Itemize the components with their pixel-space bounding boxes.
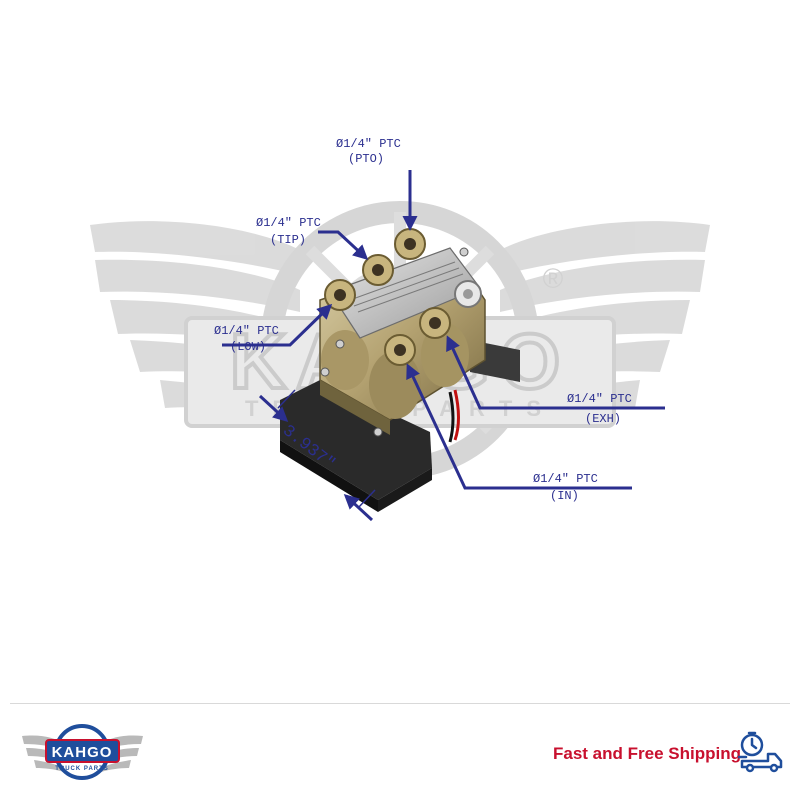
fitting-low xyxy=(324,279,356,311)
fast-delivery-icon xyxy=(736,730,786,779)
fitting-pto xyxy=(394,228,426,260)
callout-exh-size: Ø1/4" PTC xyxy=(567,392,632,406)
fitting-tip xyxy=(362,254,394,286)
callout-tip-size: Ø1/4" PTC xyxy=(256,216,321,230)
callout-in-port: (IN) xyxy=(550,489,579,503)
dimension-marker xyxy=(258,389,376,522)
fitting-plug xyxy=(454,280,482,308)
callout-in-size: Ø1/4" PTC xyxy=(533,472,598,486)
fitting-in xyxy=(384,334,416,366)
fitting-exh xyxy=(419,307,451,339)
shipping-banner: Fast and Free Shipping xyxy=(553,744,741,763)
arrow-low xyxy=(222,303,333,347)
arrow-tip xyxy=(318,230,369,261)
arrow-exh xyxy=(446,335,665,410)
callout-labels: Ø1/4" PTC (PTO) Ø1/4" PTC (TIP) Ø1/4" PT… xyxy=(214,137,632,503)
arrow-in xyxy=(406,363,632,490)
callout-low-port: (LOW) xyxy=(230,340,266,354)
footer-logo-brand: KAHGO xyxy=(52,744,113,761)
callout-low-size: Ø1/4" PTC xyxy=(214,324,279,338)
callout-pto-size: Ø1/4" PTC xyxy=(336,137,401,151)
footer-divider xyxy=(10,703,790,704)
callout-tip-port: (TIP) xyxy=(270,233,306,247)
footer-logo[interactable]: KAHGO TRUCK PARTS xyxy=(20,722,145,785)
footer-logo-sub: TRUCK PARTS xyxy=(55,766,109,772)
watermark-registered: ® xyxy=(543,263,564,294)
callout-arrows xyxy=(222,170,665,490)
callout-pto-port: (PTO) xyxy=(348,152,384,166)
callout-exh-port: (EXH) xyxy=(585,412,621,426)
